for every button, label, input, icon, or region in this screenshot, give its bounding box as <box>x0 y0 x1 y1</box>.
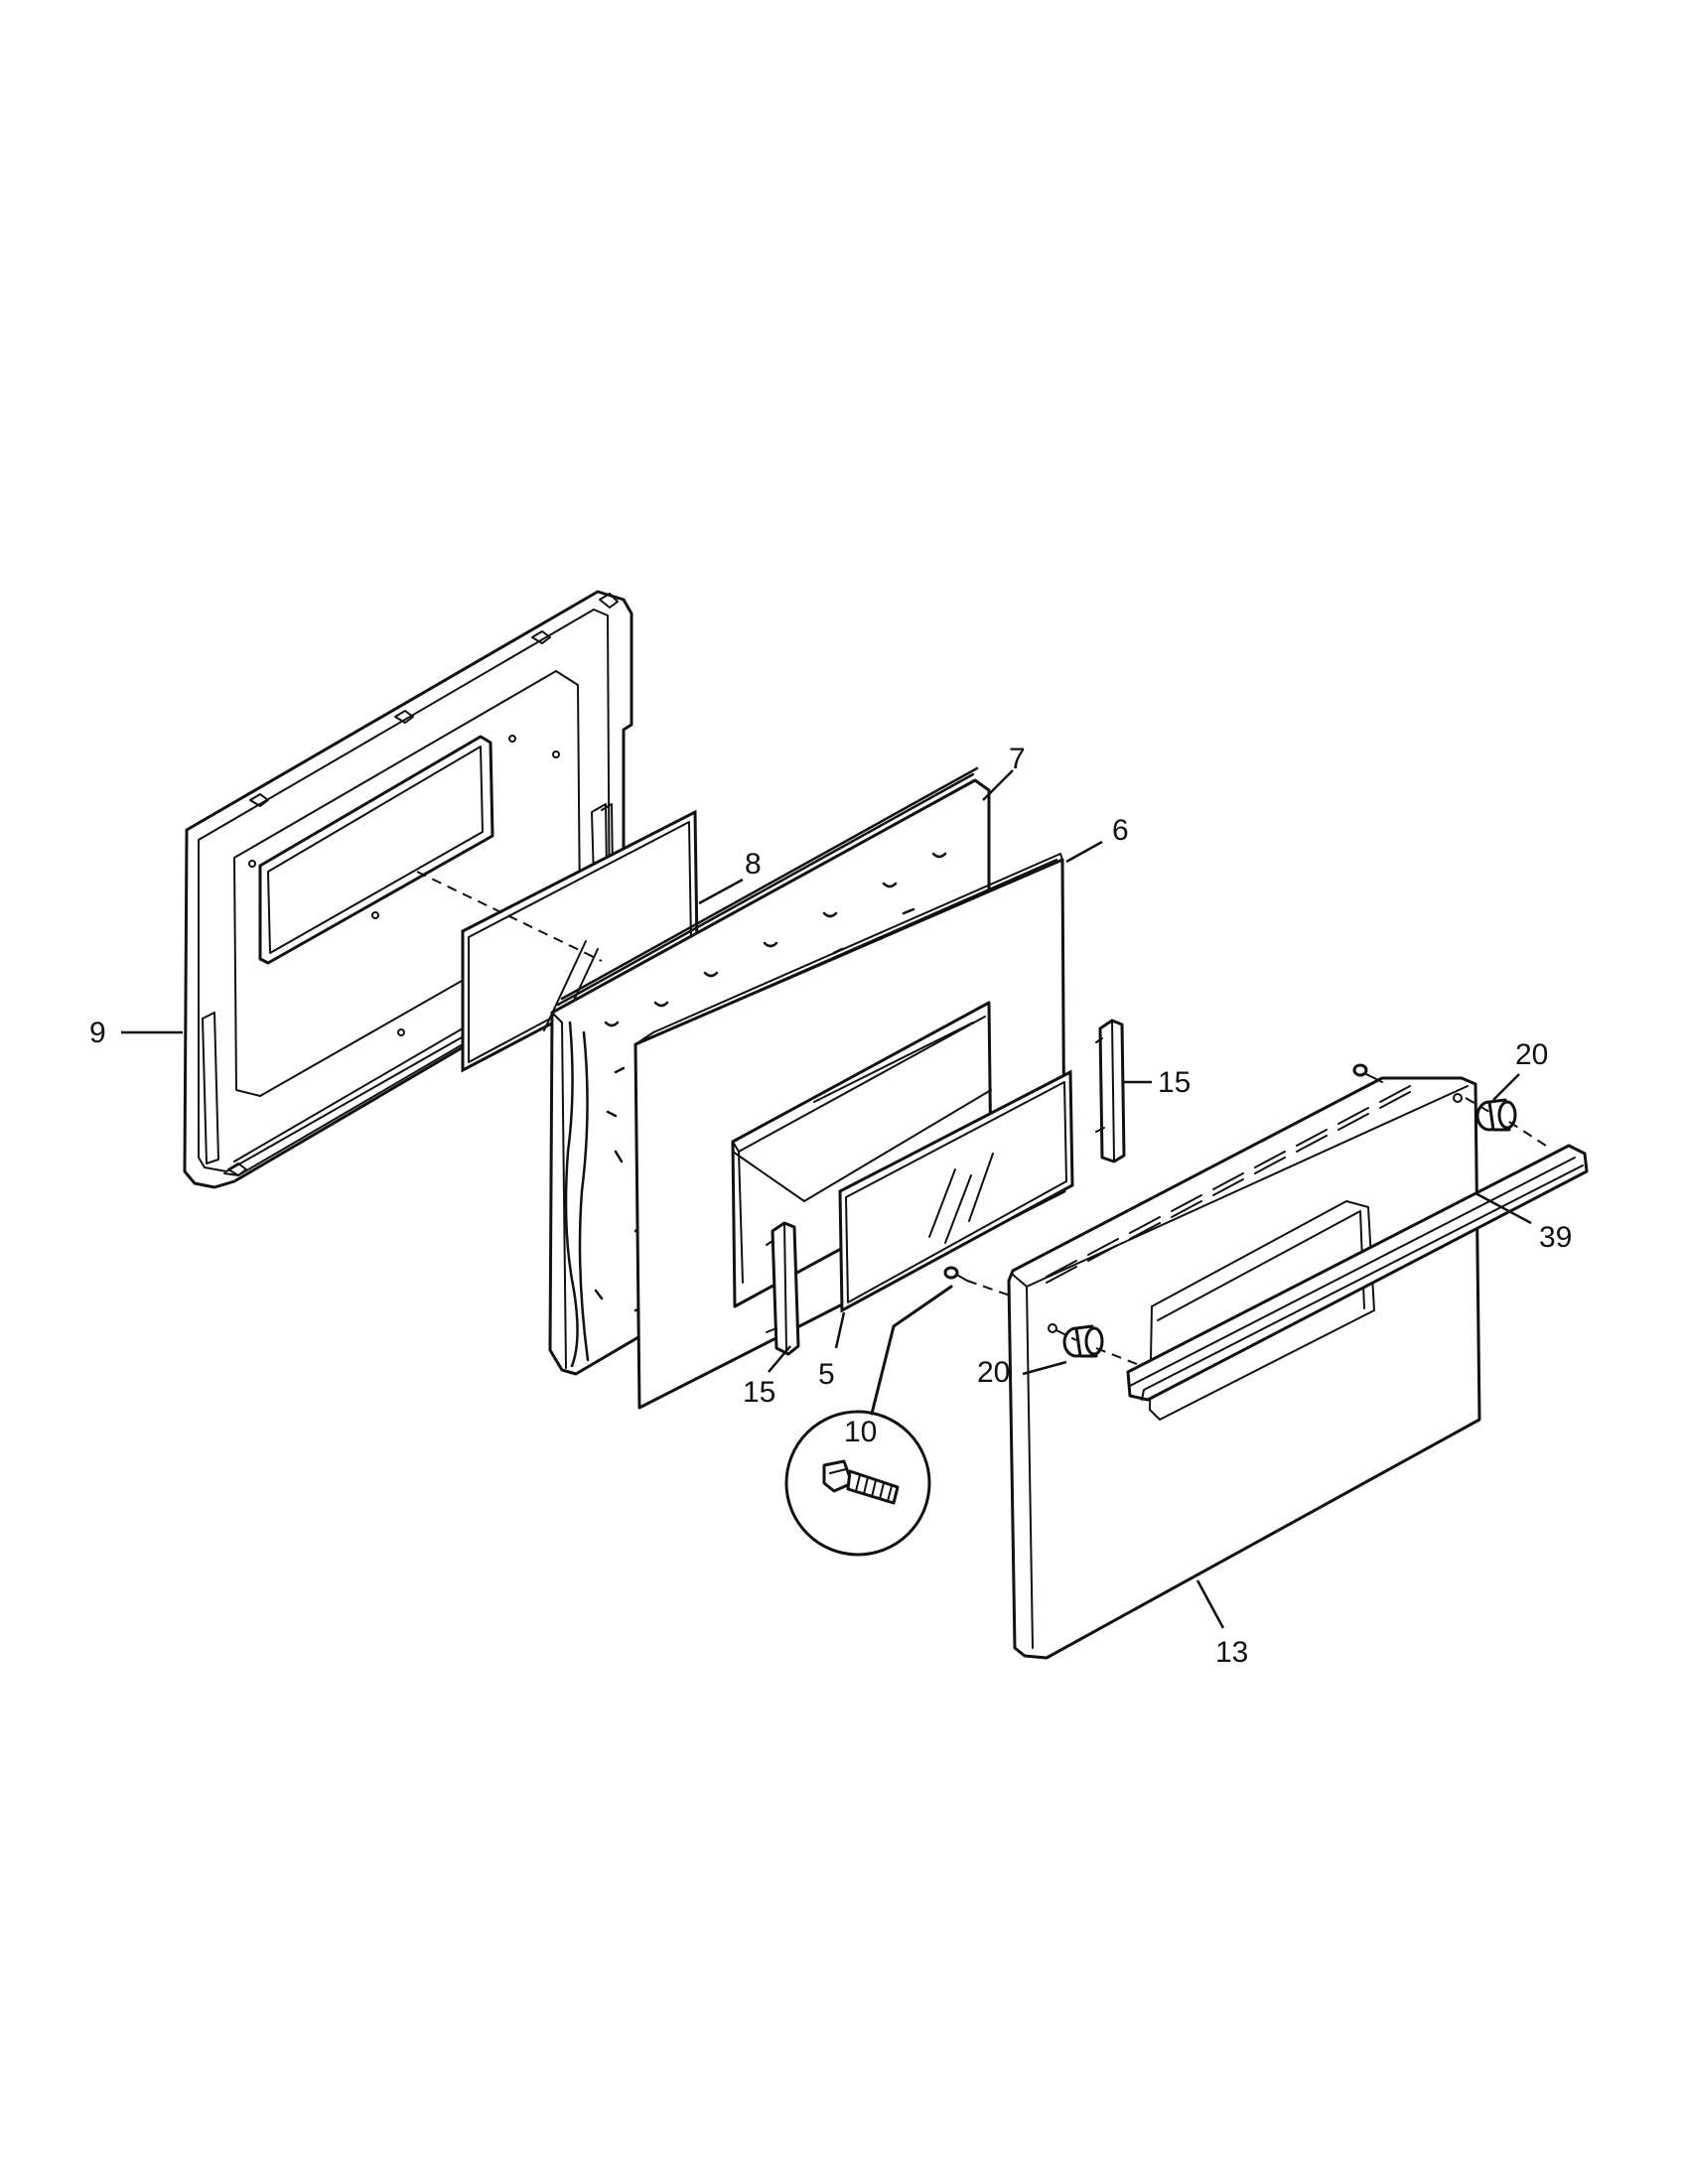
callout-7: 7 <box>1009 743 1026 775</box>
callout-13: 13 <box>1215 1636 1248 1669</box>
callout-6: 6 <box>1112 814 1129 847</box>
callout-39: 39 <box>1539 1221 1572 1254</box>
door-handle <box>1126 1144 1589 1402</box>
inner-door-liner <box>183 590 633 1189</box>
callout-5: 5 <box>818 1358 835 1391</box>
callout-20-left: 20 <box>977 1356 1010 1389</box>
handle-end-cap-left <box>1055 1324 1143 1367</box>
glass-retainer-right <box>1095 1019 1126 1163</box>
screw-detail-callout <box>784 1285 953 1557</box>
glass-retainer-left <box>766 1221 800 1356</box>
handle-end-cap-right <box>1465 1097 1550 1149</box>
leader-lines <box>121 769 1532 1629</box>
callout-8: 8 <box>745 848 762 881</box>
callout-15-left: 15 <box>743 1376 775 1409</box>
outer-door-panel <box>1007 1076 1481 1660</box>
vent-slots <box>1046 1085 1411 1284</box>
callout-9: 9 <box>89 1017 106 1049</box>
callout-labels: 9 8 7 6 15 15 5 10 20 20 39 13 <box>89 743 1572 1669</box>
callout-20-right: 20 <box>1515 1038 1548 1071</box>
callout-15-right: 15 <box>1158 1066 1191 1099</box>
top-screw <box>1352 1063 1383 1083</box>
callout-10: 10 <box>844 1416 877 1448</box>
outer-glass-panel <box>838 1069 1074 1313</box>
